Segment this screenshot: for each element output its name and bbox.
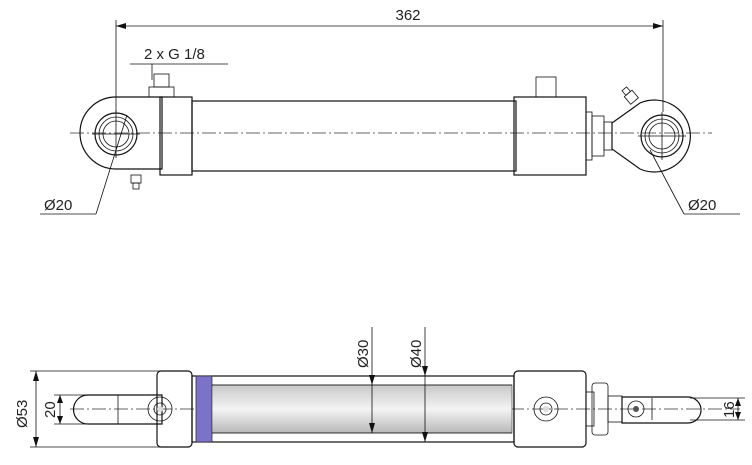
rod-eye-width-label: 16 (721, 401, 738, 418)
left-eye-side (72, 394, 163, 425)
right-pin-label: Ø20 (688, 197, 716, 214)
front-head-side (513, 370, 623, 448)
left-eye (79, 96, 163, 170)
eye-width-dimension: 20 (42, 394, 90, 425)
rear-cap (130, 73, 193, 190)
side-view: Ø30 Ø40 Ø53 20 (14, 327, 745, 448)
right-pin-dimension: Ø20 (649, 149, 740, 215)
bore-diameter-label: Ø40 (408, 340, 425, 368)
overall-length-dimension: 362 (115, 7, 664, 112)
right-rod-eye (611, 86, 691, 173)
rod-diameter-dimension: Ø30 (355, 327, 375, 433)
top-view: 362 2 x G 1/8 (40, 7, 740, 215)
piston-seal (195, 375, 213, 443)
head-diameter-label: Ø53 (14, 400, 31, 428)
eye-width-label: 20 (42, 401, 59, 418)
port-callout-label: 2 x G 1/8 (144, 46, 205, 63)
rod-eye-width-dimension: 16 (690, 397, 745, 421)
head-diameter-dimension: Ø53 (14, 370, 160, 448)
cylinder-tube-side (191, 375, 515, 443)
port-callout: 2 x G 1/8 (130, 46, 228, 80)
rod-eye-side (621, 396, 702, 424)
left-pin-dimension: Ø20 (40, 114, 128, 215)
cylinder-tube (191, 100, 517, 172)
rod-diameter-label: Ø30 (355, 340, 372, 368)
left-pin-label: Ø20 (44, 197, 72, 214)
overall-length-label: 362 (395, 7, 420, 24)
front-head (513, 76, 613, 176)
bore-diameter-dimension: Ø40 (408, 327, 428, 442)
